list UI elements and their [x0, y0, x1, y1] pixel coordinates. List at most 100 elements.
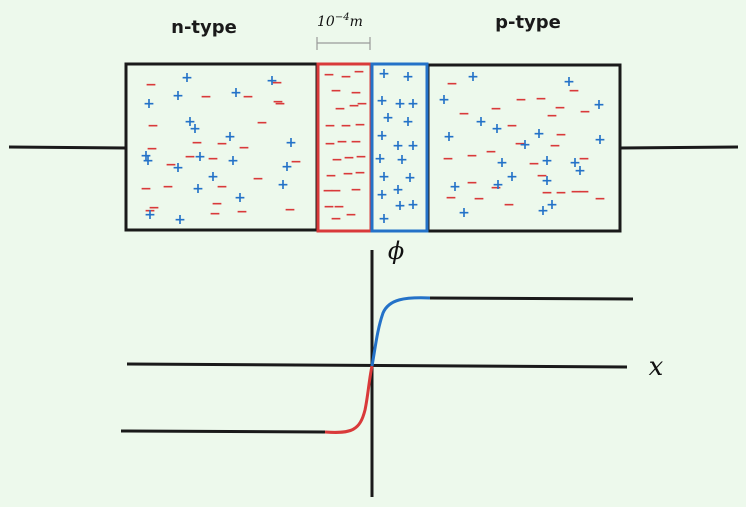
hole-plus: +: [189, 121, 201, 137]
hole-minus: −: [536, 168, 548, 184]
depletion-plus: +: [378, 169, 390, 185]
depletion-plus: +: [404, 170, 416, 186]
depletion-plus: +: [392, 138, 404, 154]
electron-minus: −: [147, 118, 159, 134]
depletion-plus: +: [378, 211, 390, 227]
electron-minus: −: [165, 157, 177, 173]
acceptor-plus: +: [438, 92, 450, 108]
depletion-plus: +: [392, 182, 404, 198]
acceptor-plus: +: [443, 129, 455, 145]
acceptor-plus: +: [574, 163, 586, 179]
acceptor-plus: +: [546, 197, 558, 213]
electron-minus: −: [207, 151, 219, 167]
electron-minus: −: [148, 200, 160, 216]
hole-minus: −: [503, 197, 515, 213]
x-axis-label: x: [649, 352, 664, 382]
x-axis: [126, 362, 628, 369]
hole-plus: +: [143, 96, 155, 112]
depletion-minus: −: [353, 64, 365, 80]
electron-minus: −: [284, 202, 296, 218]
electron-minus: −: [274, 96, 286, 112]
acceptor-plus: +: [593, 97, 605, 113]
electron-minus: −: [290, 154, 302, 170]
width-label: 10−4m: [317, 12, 363, 30]
acceptor-plus: +: [475, 114, 487, 130]
left-lead-wire: [8, 145, 127, 150]
width-dimension: [316, 37, 371, 50]
hole-minus: −: [442, 151, 454, 167]
hole-minus: −: [515, 92, 527, 108]
potential-low-flat: [120, 429, 326, 434]
hole-minus: −: [554, 100, 566, 116]
depletion-minus: −: [323, 67, 335, 83]
acceptor-plus: +: [496, 155, 508, 171]
electron-minus: −: [140, 181, 152, 197]
depletion-plus: +: [402, 69, 414, 85]
electron-minus: −: [184, 149, 196, 165]
hole-plus: +: [194, 149, 206, 165]
width-base: 10: [317, 14, 335, 30]
electron-minus: −: [145, 77, 157, 93]
depletion-plus: +: [394, 198, 406, 214]
hole-minus: −: [579, 104, 591, 120]
electron-minus: −: [256, 115, 268, 131]
acceptor-plus: +: [519, 137, 531, 153]
hole-minus: −: [570, 184, 582, 200]
hole-minus: −: [445, 190, 457, 206]
depletion-plus: +: [407, 96, 419, 112]
electron-minus: −: [209, 206, 221, 222]
depletion-minus: −: [330, 83, 342, 99]
hole-minus: −: [485, 144, 497, 160]
depletion-minus: −: [342, 166, 354, 182]
depletion-plus: +: [407, 138, 419, 154]
depletion-minus: −: [336, 134, 348, 150]
hole-plus: +: [230, 85, 242, 101]
hole-minus: −: [555, 185, 567, 201]
electron-minus: −: [252, 171, 264, 187]
depletion-minus: −: [322, 183, 334, 199]
hole-plus: +: [174, 212, 186, 228]
acceptor-plus: +: [541, 153, 553, 169]
hole-plus: +: [266, 73, 278, 89]
electron-minus: −: [236, 204, 248, 220]
depletion-minus: −: [350, 134, 362, 150]
hole-minus: −: [446, 76, 458, 92]
depletion-minus: −: [350, 85, 362, 101]
electron-minus: −: [211, 196, 223, 212]
depletion-plus: +: [396, 152, 408, 168]
acceptor-plus: +: [449, 179, 461, 195]
depletion-minus: −: [354, 117, 366, 133]
p-type-label: p-type: [495, 12, 561, 33]
electron-minus: −: [146, 141, 158, 157]
depletion-minus: −: [331, 152, 343, 168]
electron-minus: −: [191, 135, 203, 151]
depletion-plus: +: [376, 128, 388, 144]
depletion-plus: +: [402, 114, 414, 130]
depletion-minus: −: [330, 211, 342, 227]
hole-minus: −: [490, 101, 502, 117]
hole-plus: +: [181, 70, 193, 86]
potential-rise-positive: [370, 296, 431, 367]
right-lead-wire: [619, 145, 739, 150]
hole-minus: −: [490, 180, 502, 196]
hole-minus: −: [514, 136, 526, 152]
hole-plus: +: [281, 159, 293, 175]
depletion-minus: −: [324, 136, 336, 152]
depletion-minus: −: [350, 182, 362, 198]
hole-plus: +: [172, 160, 184, 176]
depletion-plus: +: [407, 197, 419, 213]
hole-plus: +: [227, 153, 239, 169]
depletion-minus: −: [325, 168, 337, 184]
acceptor-plus: +: [541, 173, 553, 189]
depletion-minus: −: [348, 98, 360, 114]
hole-plus: +: [144, 207, 156, 223]
electron-minus: −: [144, 203, 156, 219]
acceptor-plus: +: [506, 169, 518, 185]
n-type-label: n-type: [171, 17, 237, 38]
depletion-plus: +: [394, 96, 406, 112]
depletion-minus: −: [333, 199, 345, 215]
electron-minus: −: [271, 75, 283, 91]
hole-minus: −: [549, 138, 561, 154]
